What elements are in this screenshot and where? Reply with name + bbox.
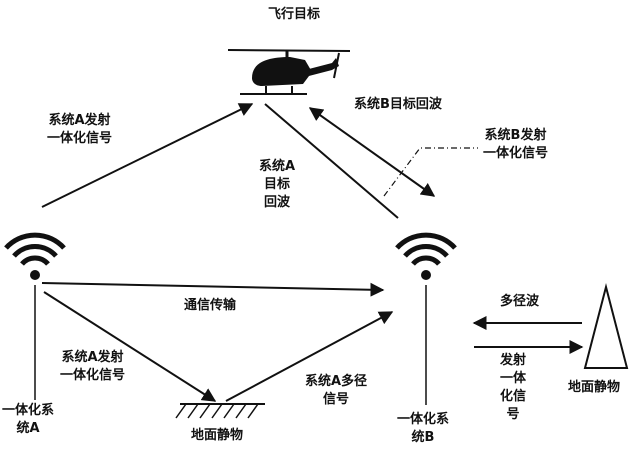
sysB-emit-right-label: 发射 一体 化信 号 [500,353,527,422]
arrow-sysB-echo [308,107,436,197]
flying-target-label: 飞行目标 [268,7,321,22]
antenna-a-icon [4,232,66,280]
sysA-multipath-label: 系统A多径 信号 [305,374,368,407]
multipath-wave-label: 多径波 [500,294,540,309]
sysA-emit-top-label: 系统A发射 一体化信号 [47,113,113,146]
comm-label: 通信传输 [184,298,237,313]
system-b-label: 一体化系 统B [397,412,450,445]
arrow-comm [41,282,385,297]
sysA-echo-label: 系统A 目标 回波 [259,159,296,210]
ground-object-right-label: 地面静物 [568,380,621,395]
helicopter-icon [227,49,351,95]
antenna-b-icon [395,232,457,280]
ground-plane [175,403,265,419]
system-a-label: 一体化系 统A [2,403,55,436]
sysA-emit-low-label: 系统A发射 一体化信号 [60,350,126,383]
arrow-multipath-to-sysB [225,311,394,402]
dashdot-leader [383,147,478,197]
ground-object-triangle [583,283,629,369]
ground-object-mid-label: 地面静物 [191,428,244,443]
sysB-echo-label: 系统B目标回波 [354,97,442,112]
arrow-sysA-to-target [41,103,254,208]
arrow-sysA-to-ground [43,291,217,402]
sysB-emit-top-label: 系统B发射 一体化信号 [483,128,549,161]
